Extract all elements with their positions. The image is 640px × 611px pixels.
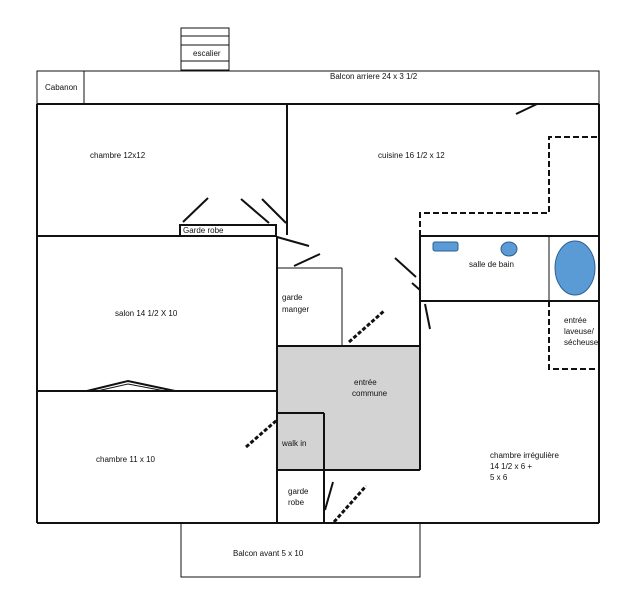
living-room-label: salon 14 1/2 X 10 — [115, 309, 178, 318]
door-swings — [86, 103, 538, 392]
irregular-bedroom-label-line1: chambre irrégulière — [490, 451, 559, 460]
shed-label: Cabanon — [45, 83, 77, 92]
walk-in-label: walk in — [281, 439, 306, 448]
rear-balcony-label: Balcon arriere 24 x 3 1/2 — [330, 72, 418, 81]
pantry-label-line2: manger — [282, 305, 309, 314]
kitchen-label: cuisine 16 1/2 x 12 — [378, 151, 445, 160]
sliding-doors — [245, 309, 385, 523]
laundry-label-line2: laveuse/ — [564, 327, 595, 336]
closet-1-label: Garde robe — [183, 226, 224, 235]
bathtub-icon — [554, 240, 596, 296]
laundry-label-line3: sécheuse — [564, 338, 599, 347]
exterior-walls — [36, 103, 600, 524]
toilet-icon — [500, 241, 518, 257]
closet-2-label-line1: garde — [288, 487, 309, 496]
stairs: escalier — [180, 27, 230, 71]
front-balcony: Balcon avant 5 x 10 — [180, 523, 421, 578]
common-entrance-label-line2: commune — [352, 389, 388, 398]
common-entrance-area — [277, 346, 420, 470]
bathroom-fixtures — [432, 240, 596, 296]
irregular-bedroom-label-line2: 14 1/2 x 6 + — [490, 462, 532, 471]
common-entrance-label-line1: entrée — [354, 378, 377, 387]
bathroom-label: salle de bain — [469, 260, 514, 269]
bedroom-2-label: chambre 11 x 10 — [96, 455, 156, 464]
pantry-label-line1: garde — [282, 293, 303, 302]
rear-balcony: Cabanon Balcon arriere 24 x 3 1/2 — [36, 70, 600, 105]
irregular-bedroom-label-line3: 5 x 6 — [490, 473, 508, 482]
bedroom-1-label: chambre 12x12 — [90, 151, 146, 160]
vanity-icon — [432, 241, 459, 252]
stairs-label: escalier — [193, 49, 221, 58]
front-balcony-label: Balcon avant 5 x 10 — [233, 549, 304, 558]
laundry-label-line1: entrée — [564, 316, 587, 325]
closet-2-label-line2: robe — [288, 498, 305, 507]
interior-walls — [37, 104, 599, 523]
